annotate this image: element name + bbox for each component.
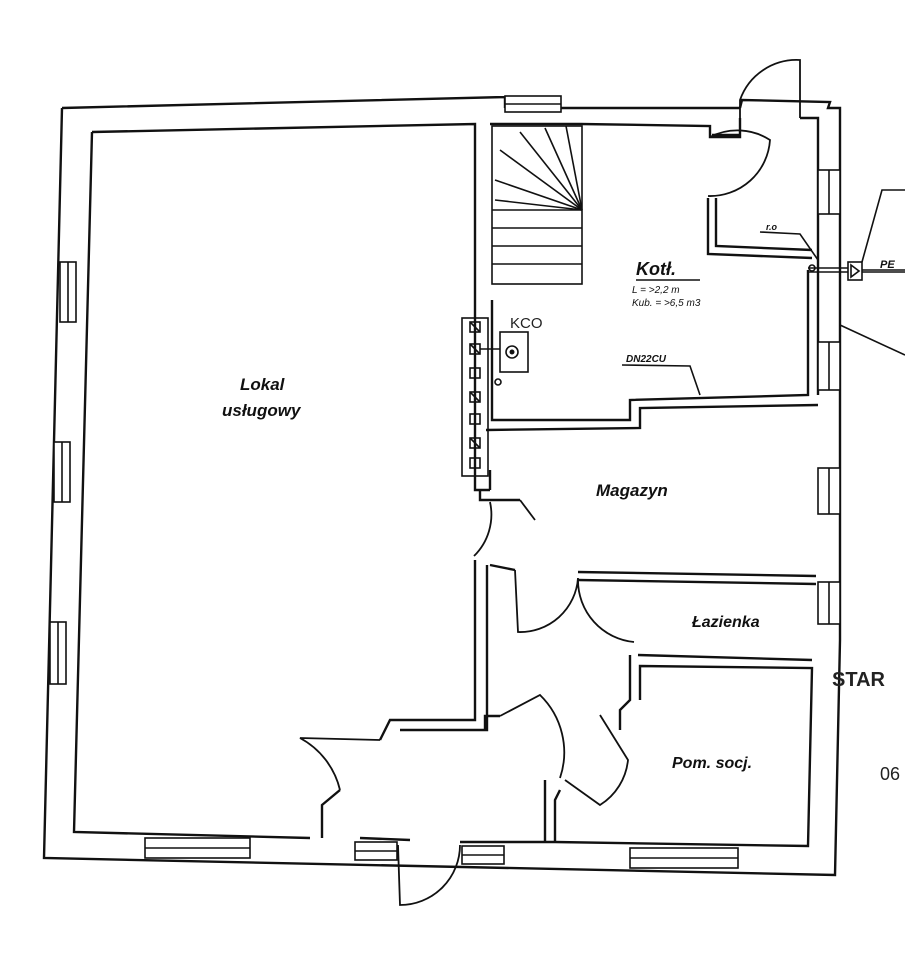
room-label-kotlownia: Kotł. — [636, 259, 676, 279]
room-label-lokal: Lokal — [240, 375, 286, 394]
room-label-lazienka: Łazienka — [691, 614, 760, 631]
side-text: STAR — [832, 669, 886, 691]
pipe-label: DN22CU — [626, 354, 667, 365]
side-number: 06 — [880, 764, 900, 784]
boiler — [494, 331, 529, 386]
windows — [49, 95, 841, 869]
room-label-magazyn: Magazyn — [596, 481, 668, 500]
doors — [299, 59, 801, 906]
interior-walls — [320, 133, 817, 842]
ro-label: r.o — [766, 222, 778, 232]
pe-label: PE — [880, 259, 895, 271]
staircase — [491, 125, 583, 285]
boiler-room-walls — [485, 198, 819, 432]
kco-label: KCO — [510, 315, 543, 332]
boiler-room-height: L = >2,2 m — [632, 285, 680, 296]
room-label-pom-socj: Pom. socj. — [672, 755, 752, 772]
service-lines — [621, 189, 905, 396]
room-label-uslugowy: usługowy — [222, 401, 302, 420]
boiler-room-volume: Kub. = >6,5 m3 — [632, 298, 701, 309]
chimney-column — [461, 317, 500, 477]
room-labels: Lokal usługowy Kotł. L = >2,2 m Kub. = >… — [222, 222, 900, 784]
